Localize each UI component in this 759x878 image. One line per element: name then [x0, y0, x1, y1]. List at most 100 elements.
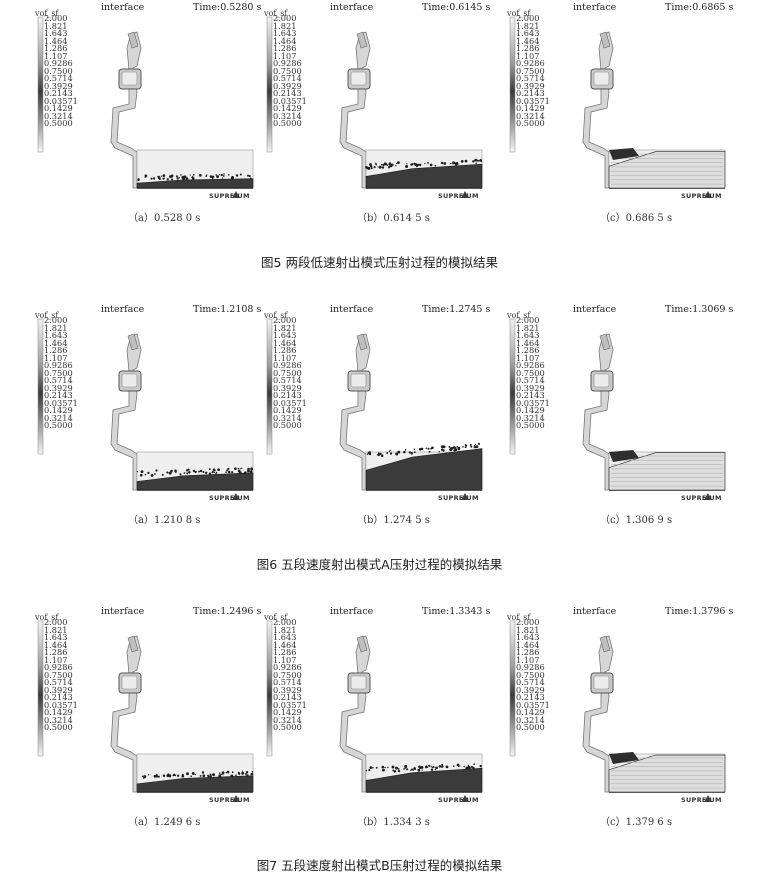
colorbar-tick-label: 0.3214 — [273, 110, 302, 121]
colorbar-tick-label: 0.1429 — [44, 103, 73, 113]
colorbar-tick-label: 2.000 — [516, 617, 540, 627]
colorbar — [37, 318, 44, 455]
colorbar — [266, 318, 273, 455]
colorbar-tick-label: 1.821 — [516, 624, 540, 635]
panel-subcaption: （c）0.686 5 s — [600, 213, 673, 224]
colorbar-tick-label: 0.2143 — [44, 390, 73, 400]
colorbar-tick-label: 0.03571 — [44, 95, 78, 106]
simulation-image — [37, 620, 254, 802]
colorbar-tick-label: 1.286 — [273, 647, 297, 657]
supreium-watermark: SUPREIUM — [438, 192, 479, 200]
colorbar-tick-label: 1.286 — [273, 345, 297, 355]
colorbar-tick-label: 1.643 — [273, 330, 297, 340]
colorbar-tick-label: 1.286 — [44, 647, 68, 657]
colorbar-tick-label: 0.1429 — [516, 103, 545, 113]
colorbar-tick-label: 0.3929 — [516, 684, 545, 695]
colorbar-tick-label: 0.3214 — [44, 412, 73, 423]
colorbar-tick-label: 0.03571 — [44, 397, 78, 408]
time-label: Time:1.2745 s — [422, 304, 491, 315]
colorbar-tick-label: 1.643 — [516, 28, 540, 38]
supreium-watermark: SUPREIUM — [438, 796, 479, 804]
colorbar-tick-label: 1.821 — [273, 624, 297, 635]
colorbar-tick-label: 0.3929 — [44, 382, 73, 393]
colorbar-tick-label: 0.3929 — [44, 80, 73, 91]
colorbar-tick-label: 0.9286 — [516, 360, 545, 370]
colorbar-tick-label: 1.643 — [44, 632, 68, 642]
interface-label: interface — [101, 606, 145, 617]
colorbar-title: vof_sf — [35, 9, 59, 18]
interface-label: interface — [573, 2, 617, 13]
colorbar-tick-label: 1.107 — [273, 50, 297, 61]
supreium-watermark: SUPREIUM — [681, 192, 722, 200]
supreium-watermark: SUPREIUM — [209, 494, 250, 502]
colorbar-tick-label: 0.5000 — [44, 118, 73, 128]
colorbar-tick-label: 2.000 — [44, 315, 68, 325]
colorbar-tick-label: 1.107 — [273, 654, 297, 665]
molten-metal — [608, 752, 726, 793]
colorbar-tick-label: 0.3214 — [516, 412, 545, 423]
simulation-image — [509, 620, 726, 802]
colorbar — [266, 620, 273, 757]
supreium-watermark: SUPREIUM — [209, 796, 250, 804]
molten-metal — [608, 450, 726, 491]
colorbar-tick-label: 1.643 — [273, 632, 297, 642]
simulation-image — [509, 318, 726, 500]
colorbar-tick-label: 0.5000 — [273, 420, 302, 430]
panel-subcaption: （b）1.274 5 s — [357, 515, 430, 526]
colorbar-tick-label: 0.9286 — [516, 662, 545, 672]
time-label: Time:0.6145 s — [422, 2, 491, 13]
colorbar-tick-label: 0.03571 — [273, 699, 307, 710]
colorbar-tick-label: 0.9286 — [273, 662, 302, 672]
colorbar-tick-label: 0.7500 — [516, 65, 545, 76]
casting-geometry — [110, 635, 254, 793]
colorbar-tick-label: 0.5714 — [44, 375, 73, 385]
time-label: Time:0.5280 s — [193, 2, 262, 13]
colorbar-tick-label: 0.3214 — [516, 714, 545, 725]
colorbar-tick-label: 0.1429 — [516, 707, 545, 717]
colorbar-tick-label: 0.3214 — [273, 412, 302, 423]
colorbar-tick-label: 2.000 — [273, 13, 297, 23]
colorbar-tick-label: 1.107 — [516, 50, 540, 61]
figure-caption: 图7 五段速度射出模式B压射过程的模拟结果 — [256, 858, 503, 873]
colorbar-tick-label: 0.9286 — [516, 58, 545, 68]
molten-metal — [136, 173, 254, 189]
molten-metal — [136, 770, 254, 793]
time-label: Time:1.3796 s — [665, 606, 734, 617]
colorbar-tick-label: 1.464 — [273, 337, 297, 348]
molten-metal — [136, 467, 254, 491]
colorbar — [509, 318, 516, 455]
colorbar-title: vof_sf — [507, 9, 531, 18]
colorbar-tick-label: 2.000 — [273, 315, 297, 325]
supreium-watermark: SUPREIUM — [438, 494, 479, 502]
interface-label: interface — [330, 2, 374, 13]
colorbar-tick-label: 0.9286 — [44, 360, 73, 370]
casting-geometry — [110, 31, 254, 189]
colorbar-tick-label: 0.7500 — [273, 367, 302, 378]
colorbar-tick-label: 0.9286 — [273, 360, 302, 370]
figure-caption: 图5 两段低速射出模式压射过程的模拟结果 — [261, 255, 498, 270]
time-label: Time:1.3343 s — [422, 606, 491, 617]
colorbar-tick-label: 0.7500 — [44, 367, 73, 378]
colorbar-tick-label: 0.5714 — [516, 375, 545, 385]
panel-subcaption: （c）1.306 9 s — [600, 515, 673, 526]
molten-metal — [365, 763, 483, 793]
colorbar-tick-label: 0.5714 — [516, 677, 545, 687]
colorbar-tick-label: 1.286 — [44, 43, 68, 53]
colorbar-tick-label: 0.9286 — [44, 58, 73, 68]
simulation-image — [266, 318, 483, 500]
supreium-watermark: SUPREIUM — [681, 796, 722, 804]
colorbar-tick-label: 1.643 — [44, 28, 68, 38]
colorbar-tick-label: 1.821 — [44, 624, 68, 635]
interface-label: interface — [573, 606, 617, 617]
panel-subcaption: （a）0.528 0 s — [128, 213, 201, 224]
colorbar-tick-label: 0.5714 — [273, 73, 302, 83]
colorbar-tick-label: 1.464 — [44, 337, 68, 348]
